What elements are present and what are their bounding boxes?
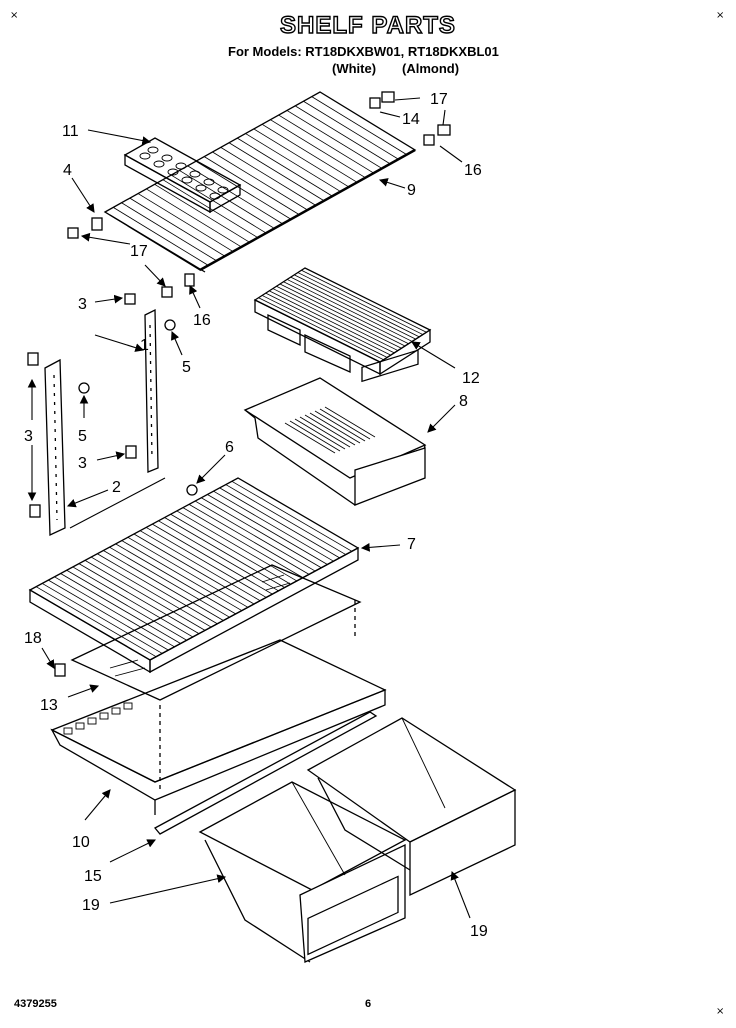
- shelf-support-1: [144, 308, 159, 473]
- callout-8: 8: [459, 393, 468, 410]
- callout-3-top: 3: [78, 296, 87, 313]
- top-wire-shelf: [103, 91, 417, 273]
- callout-19-left: 19: [82, 897, 100, 914]
- callout-16-right: 16: [464, 162, 482, 179]
- part-3d: [29, 504, 41, 518]
- color-white-label: (White): [332, 61, 377, 76]
- callout-17-left: 17: [130, 243, 148, 260]
- part-3c: [125, 445, 137, 459]
- document-number: 4379255: [14, 998, 57, 1010]
- part-17c: [381, 91, 395, 103]
- part-17b: [161, 286, 173, 298]
- part-3b: [27, 352, 39, 366]
- crisper-frame-10: [50, 600, 387, 815]
- crisper-drawer-right: [306, 717, 517, 897]
- page-number: 6: [365, 998, 372, 1010]
- main-shelf-7: [28, 477, 360, 674]
- callout-3-left: 3: [24, 428, 33, 445]
- callout-6: 6: [225, 439, 234, 456]
- part-17a: [67, 227, 79, 239]
- crisper-pan-8: [243, 349, 427, 506]
- callout-3-mid: 3: [78, 455, 87, 472]
- part-3a: [124, 293, 136, 305]
- corner-mark-top-left: ×: [10, 10, 19, 21]
- callout-5-left: 5: [78, 428, 87, 445]
- callout-12: 12: [462, 370, 480, 387]
- models-line: For Models: RT18DKXBW01, RT18DKXBL01: [228, 44, 499, 59]
- part-6: [186, 484, 198, 496]
- part-16b: [184, 273, 195, 287]
- callout-18: 18: [24, 630, 42, 647]
- corner-mark-bottom-right: ×: [716, 1006, 725, 1017]
- part-5b: [78, 382, 90, 394]
- callout-17-top: 17: [430, 91, 448, 108]
- part-18: [54, 663, 66, 677]
- callout-9: 9: [407, 182, 416, 199]
- cover-support-15: [153, 711, 378, 835]
- callout-10: 10: [72, 834, 90, 851]
- callout-4: 4: [63, 162, 72, 179]
- callout-1: 1: [140, 337, 149, 354]
- callout-16-left: 16: [193, 312, 211, 329]
- part-5a: [164, 319, 176, 331]
- page-title: SHELF PARTS: [279, 11, 456, 39]
- leader-lines: [27, 97, 471, 919]
- color-almond-label: (Almond): [402, 61, 460, 76]
- callout-labels: 1 2 3 3 3 3 4 5 5 6 7 8 9 10 11 12 13 14…: [24, 91, 488, 940]
- callout-13: 13: [40, 697, 58, 714]
- corner-mark-top-right: ×: [716, 10, 725, 21]
- callout-19-right: 19: [470, 923, 488, 940]
- callout-15: 15: [84, 868, 102, 885]
- crisper-cover-13: [70, 564, 362, 701]
- callout-14: 14: [402, 111, 420, 128]
- callout-7: 7: [407, 536, 416, 553]
- part-17d: [437, 124, 451, 136]
- shelf-support-2: [44, 358, 66, 537]
- callout-2: 2: [112, 479, 121, 496]
- callout-5-right: 5: [182, 359, 191, 376]
- part-4: [91, 217, 103, 231]
- deli-shelf: [253, 267, 432, 376]
- crisper-drawer-left: [198, 781, 407, 963]
- part-16a: [423, 134, 435, 146]
- callout-11: 11: [62, 123, 79, 140]
- part-14: [369, 97, 381, 109]
